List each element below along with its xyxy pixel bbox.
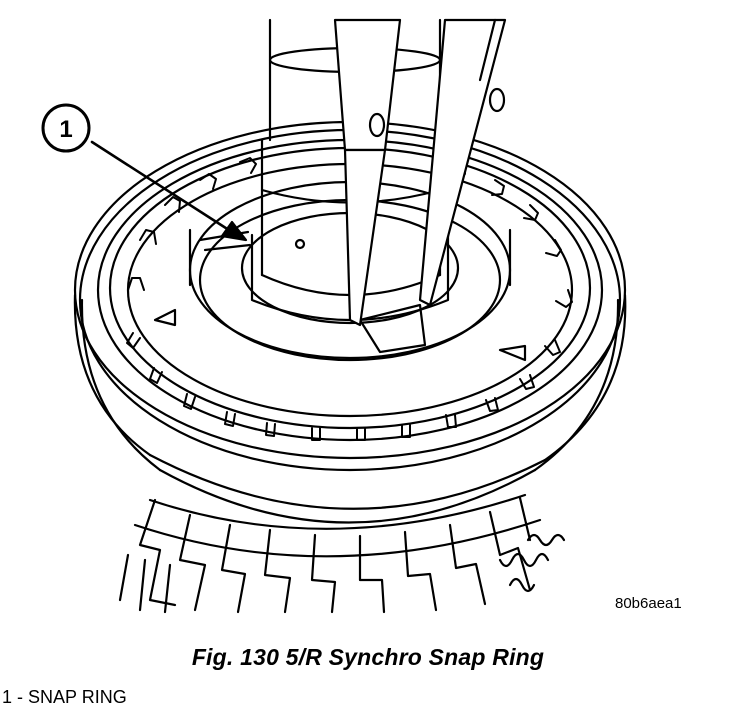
helical-gear-cluster xyxy=(118,493,566,614)
callout-1: 1 xyxy=(41,103,91,153)
image-code: 80b6aea1 xyxy=(615,595,682,612)
figure-caption: Fig. 130 5/R Synchro Snap Ring xyxy=(191,644,545,670)
synchro-snap-ring-illustration: 1 80b6aea1 xyxy=(41,18,682,614)
legend-item-snap-ring: 1 - SNAP RING xyxy=(2,687,127,707)
callout-number: 1 xyxy=(59,116,72,143)
snap-ring-pliers xyxy=(333,18,507,327)
callout-leader xyxy=(90,140,248,242)
